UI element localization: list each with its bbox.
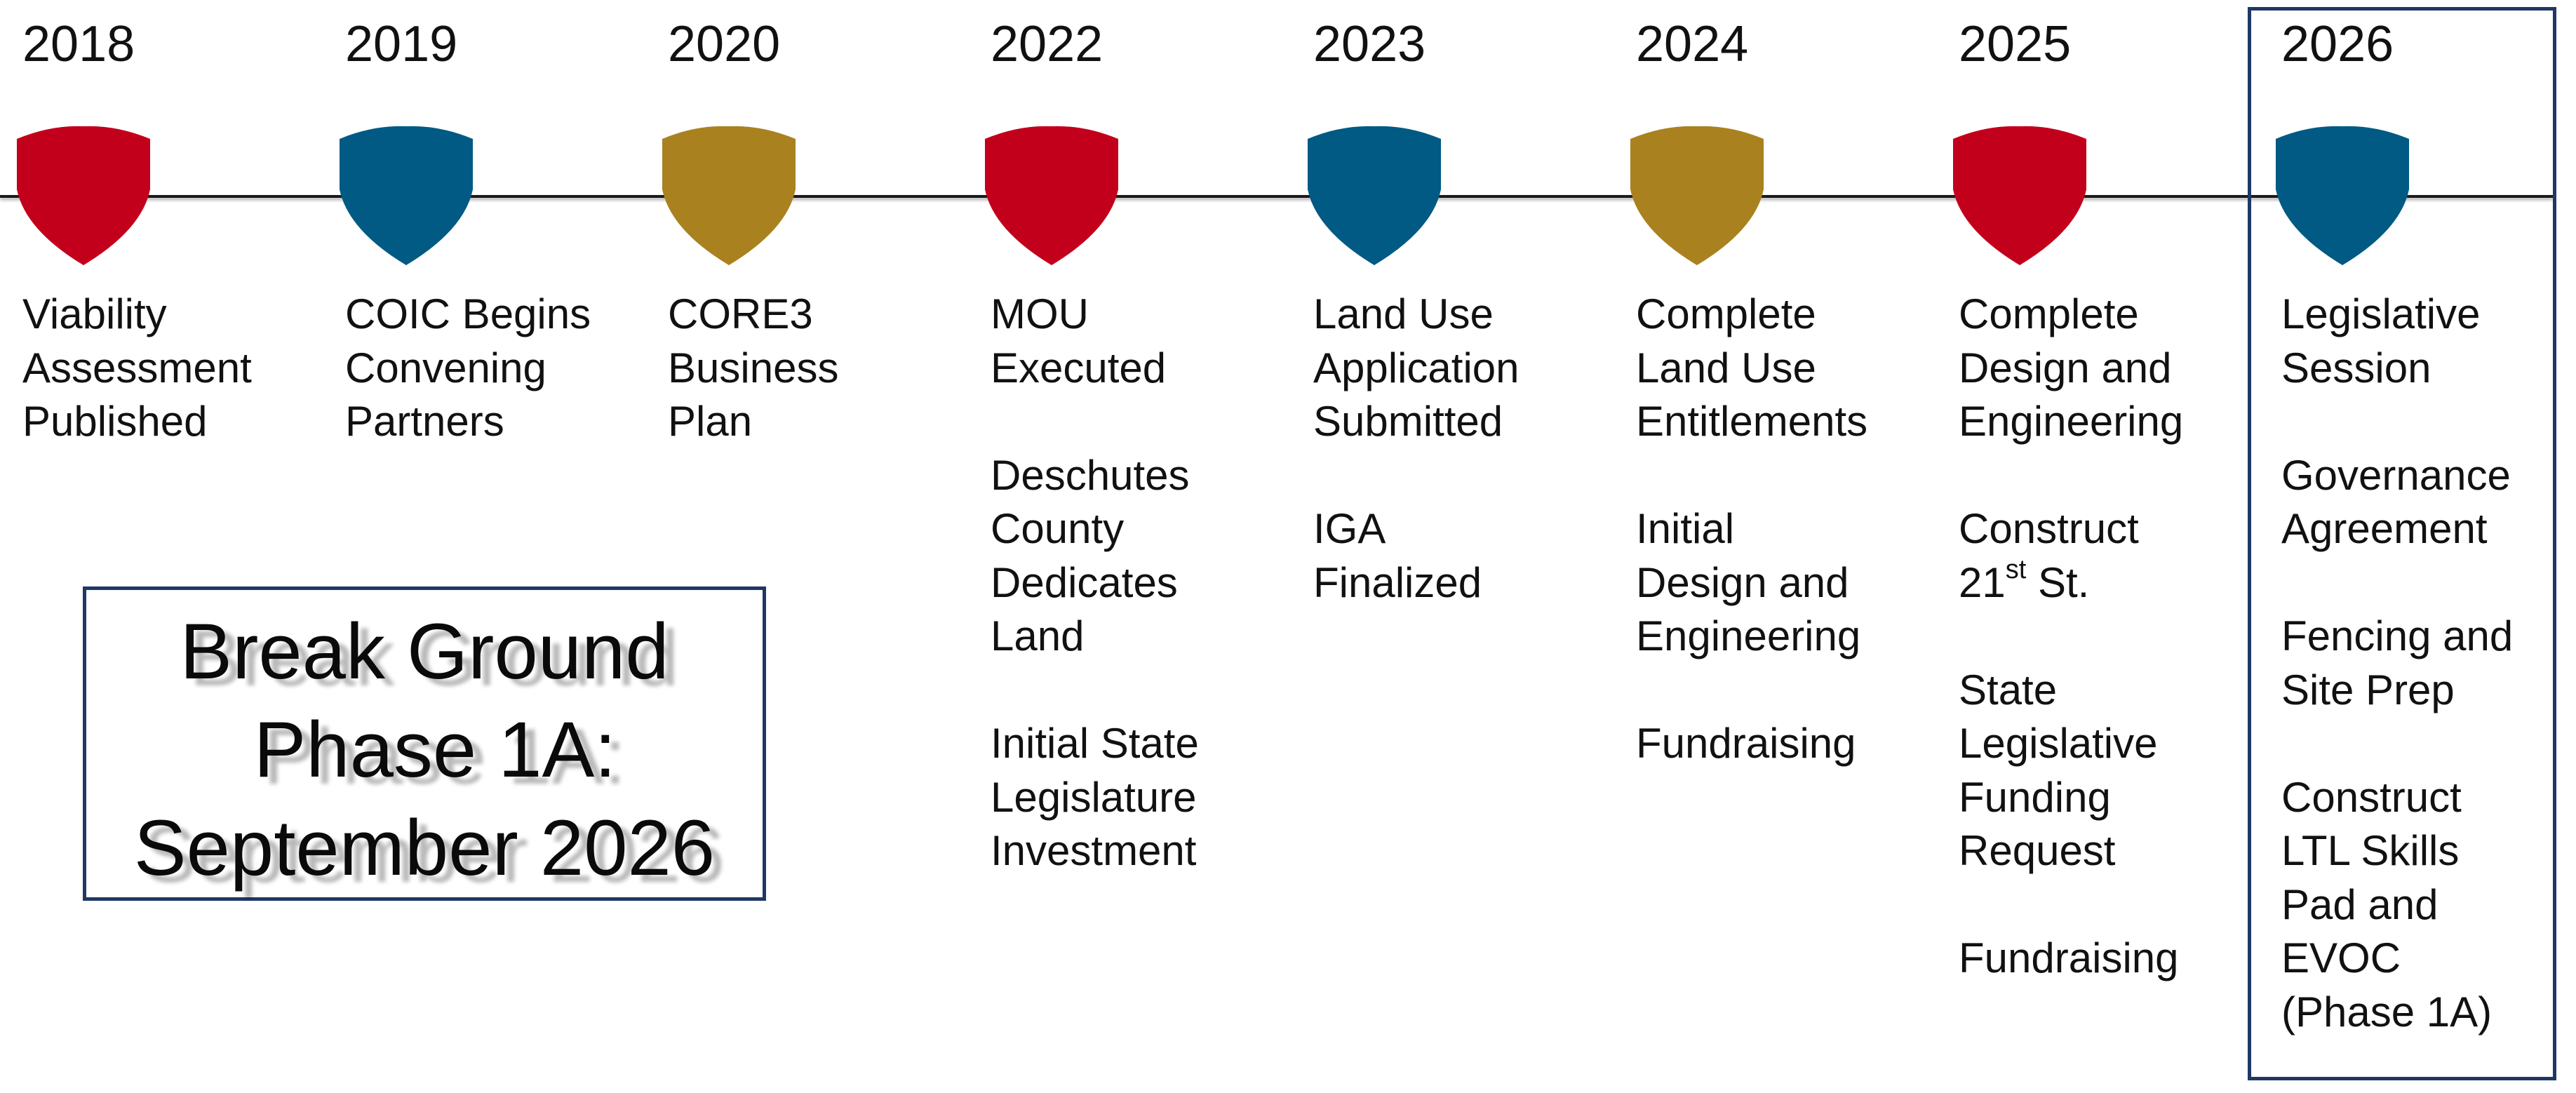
timeline-axis: [0, 195, 2554, 198]
shield-shape: [1630, 126, 1764, 265]
shield-shape: [2276, 126, 2409, 265]
milestone-year: 2026: [2281, 16, 2394, 72]
milestone-item: Complete Land Use Entitlements: [1636, 290, 1868, 445]
callout-box: Break Ground Phase 1A: September 2026: [83, 586, 766, 901]
milestone-items: CORE3 Business Plan: [668, 288, 948, 502]
shield-shape: [1953, 126, 2086, 265]
milestone-item: Initial Design and Engineering: [1636, 505, 1861, 659]
milestone-year: 2020: [668, 16, 781, 72]
milestone-item: Construct LTL Skills Pad and EVOC (Phase…: [2281, 773, 2493, 1035]
milestone-year: 2022: [991, 16, 1103, 72]
shield-icon: [17, 126, 150, 265]
shield-icon: [340, 126, 473, 265]
callout-line-1: Break Ground: [180, 608, 669, 695]
milestone-item: State Legislative Funding Request: [1959, 666, 2158, 875]
milestone-item: MOU Executed: [991, 290, 1167, 391]
shield-icon: [985, 126, 1118, 265]
milestone-item: CORE3 Business Plan: [668, 290, 839, 445]
milestone-item: IGA Finalized: [1313, 505, 1482, 606]
milestone-year: 2023: [1313, 16, 1426, 72]
shield-shape: [17, 126, 150, 265]
shield-shape: [1308, 126, 1441, 265]
callout-line-2: Phase 1A:: [253, 706, 617, 793]
milestone-item: Land Use Application Submitted: [1313, 290, 1520, 445]
milestone-year: 2018: [22, 16, 135, 72]
shield-shape: [662, 126, 796, 265]
milestone-items: Viability Assessment Published: [22, 288, 303, 502]
milestone-year: 2019: [345, 16, 458, 72]
milestone-item: Complete Design and Engineering: [1959, 290, 2184, 445]
highlight-box-2026: [2248, 7, 2556, 1080]
shield-icon: [662, 126, 796, 265]
shield-icon: [1308, 126, 1441, 265]
milestone-item: Governance Agreement: [2281, 451, 2511, 553]
milestone-item: Fencing and Site Prep: [2281, 612, 2514, 713]
milestone-item: Deschutes County Dedicates Land: [991, 451, 1190, 660]
milestone-items: COIC Begins Convening Partners: [345, 288, 626, 502]
shield-shape: [340, 126, 473, 265]
shield-icon: [2276, 126, 2409, 265]
milestone-item: Viability Assessment Published: [22, 290, 252, 445]
shield-shape: [985, 126, 1118, 265]
milestone-item: Construct 21st St.: [1959, 505, 2139, 606]
milestone-year: 2025: [1959, 16, 2072, 72]
shield-icon: [1630, 126, 1764, 265]
milestone-item: Legislative Session: [2281, 290, 2481, 391]
milestone-item: Initial State Legislature Investment: [991, 720, 1199, 874]
milestone-item: COIC Begins Convening Partners: [345, 290, 591, 445]
milestone-year: 2024: [1636, 16, 1749, 72]
callout-line-3: September 2026: [133, 804, 716, 892]
shield-icon: [1953, 126, 2086, 265]
milestone-item: Fundraising: [1636, 720, 1856, 767]
milestone-item: Fundraising: [1959, 934, 2179, 981]
